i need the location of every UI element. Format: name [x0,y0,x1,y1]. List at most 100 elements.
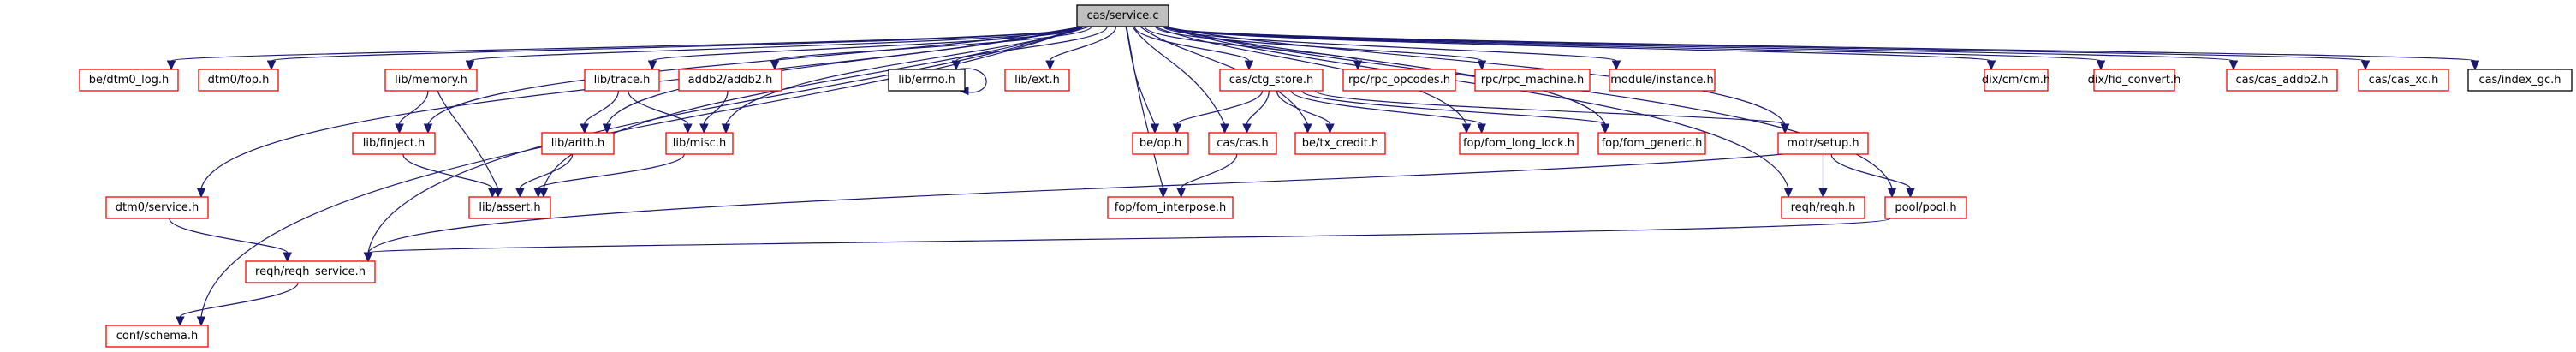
node-box[interactable] [1609,69,1716,92]
node-box[interactable] [665,132,734,155]
edge-root-to-fom-interpose [1126,26,1164,189]
edge-cas-ctg-store-to-be-tx-credit-arrow [1325,123,1335,134]
node-box[interactable] [1777,132,1869,155]
node-label: reqh/reqh_service.h [255,265,366,278]
node-box[interactable] [1597,132,1706,155]
edge-cas-ctg-store-to-be-op [1176,90,1264,125]
node-box[interactable] [105,325,209,348]
node-be-dtm0-log[interactable]: be/dtm0_log.h [79,69,179,92]
edge-root-to-be-op-arrow [1150,123,1160,134]
node-label: fop/fom_generic.h [1602,137,1703,150]
node-fom-long-lock[interactable]: fop/fom_long_lock.h [1459,132,1579,155]
node-dtm0-fop[interactable]: dtm0/fop.h [198,69,279,92]
node-box[interactable] [384,69,478,92]
edge-root-to-addb2-addb2 [774,26,1092,62]
node-be-tx-credit[interactable]: be/tx_credit.h [1294,132,1386,155]
edge-cas-ctg-store-to-fom-long-lock [1290,90,1483,125]
node-cas-xc[interactable]: cas/cas_xc.h [2358,69,2449,92]
node-be-op[interactable]: be/op.h [1132,132,1189,155]
node-module-instance[interactable]: module/instance.h [1609,69,1716,92]
node-box[interactable] [198,69,279,92]
edge-lib-misc-to-lib-assert [538,153,685,189]
node-box[interactable] [2093,69,2175,92]
node-box[interactable] [584,69,660,92]
node-reqh-service[interactable]: reqh/reqh_service.h [245,260,376,283]
node-box[interactable] [1208,132,1277,155]
node-box[interactable] [1076,4,1169,27]
edge-root-to-lib-finject [427,26,1083,125]
node-conf-schema[interactable]: conf/schema.h [105,325,209,348]
edge-lib-trace-to-lib-misc-arrow [683,123,693,134]
node-addb2-addb2[interactable]: addb2/addb2.h [678,69,782,92]
node-box[interactable] [1294,132,1386,155]
node-reqh-reqh[interactable]: reqh/reqh.h [1781,196,1865,219]
node-box[interactable] [541,132,615,155]
node-fom-generic[interactable]: fop/fom_generic.h [1597,132,1706,155]
node-box[interactable] [2226,69,2338,92]
edge-reqh-service-to-conf-schema [179,282,299,318]
node-label: fop/fom_interpose.h [1115,201,1227,214]
node-root[interactable]: cas/service.c [1076,4,1169,27]
node-lib-misc[interactable]: lib/misc.h [665,132,734,155]
edge-dtm0-service-to-reqh-service-arrow [283,252,292,263]
node-label: lib/errno.h [898,74,955,87]
edge-cas-ctg-store-to-cas-cas-arrow [1242,123,1252,134]
edge-root-to-lib-trace [651,26,1084,62]
node-lib-assert[interactable]: lib/assert.h [468,196,551,219]
edge-root-to-conf-schema-arrow [196,316,206,327]
node-box[interactable] [1004,69,1070,92]
node-lib-arith[interactable]: lib/arith.h [541,132,615,155]
node-box[interactable] [352,132,436,155]
node-lib-trace[interactable]: lib/trace.h [584,69,660,92]
node-box[interactable] [678,69,782,92]
node-box[interactable] [1474,69,1591,92]
node-box[interactable] [1459,132,1579,155]
edge-root-to-cas-xc [1163,26,2366,62]
node-box[interactable] [2467,69,2573,92]
node-label: lib/arith.h [551,137,605,150]
node-rpc-machine[interactable]: rpc/rpc_machine.h [1474,69,1591,92]
node-label: dtm0/fop.h [208,74,270,87]
edge-root-to-cas-xc-arrow [2360,60,2371,71]
node-box[interactable] [105,196,209,219]
edge-cas-ctg-store-to-fom-long-lock-arrow [1477,123,1486,134]
node-lib-finject[interactable]: lib/finject.h [352,132,436,155]
edge-root-to-cas-addb2-arrow [2228,60,2239,71]
node-label: lib/misc.h [673,137,726,150]
edge-root-to-reqh-service [367,26,1083,254]
node-dix-fid-convert[interactable]: dix/fid_convert.h [2088,69,2181,92]
node-rpc-opcodes[interactable]: rpc/rpc_opcodes.h [1342,69,1456,92]
node-box[interactable] [1342,69,1456,92]
node-lib-errno[interactable]: lib/errno.h [888,69,966,92]
node-box[interactable] [1107,196,1234,219]
node-box[interactable] [1781,196,1865,219]
node-pool-pool[interactable]: pool/pool.h [1884,196,1967,219]
node-box[interactable] [1984,69,2049,92]
node-dtm0-service[interactable]: dtm0/service.h [105,196,209,219]
edge-cas-ctg-store-to-fom-generic-arrow [1600,123,1610,134]
edge-root-to-pool-pool-arrow [1887,188,1897,199]
node-box[interactable] [888,69,966,92]
node-box[interactable] [468,196,551,219]
edge-root-to-lib-arith [606,26,1083,125]
node-lib-memory[interactable]: lib/memory.h [384,69,478,92]
edge-root-to-motr-setup [1163,26,1786,125]
node-cas-index-gc[interactable]: cas/index_gc.h [2467,69,2573,92]
node-box[interactable] [1884,196,1967,219]
node-box[interactable] [1219,69,1324,92]
edge-root-to-lib-ext [1049,26,1117,62]
node-box[interactable] [79,69,179,92]
node-lib-ext[interactable]: lib/ext.h [1004,69,1070,92]
edge-root-to-dix-cm-arrow [1986,60,1996,71]
node-label: dix/fid_convert.h [2088,74,2181,87]
node-dix-cm[interactable]: dix/cm/cm.h [1982,69,2050,92]
node-box[interactable] [245,260,376,283]
node-cas-cas[interactable]: cas/cas.h [1208,132,1277,155]
node-fom-interpose[interactable]: fop/fom_interpose.h [1107,196,1234,219]
node-cas-addb2[interactable]: cas/cas_addb2.h [2226,69,2338,92]
node-motr-setup[interactable]: motr/setup.h [1777,132,1869,155]
node-box[interactable] [2358,69,2449,92]
node-cas-ctg-store[interactable]: cas/ctg_store.h [1219,69,1324,92]
edge-root-to-be-dtm0-log-arrow [166,60,176,71]
node-box[interactable] [1132,132,1189,155]
